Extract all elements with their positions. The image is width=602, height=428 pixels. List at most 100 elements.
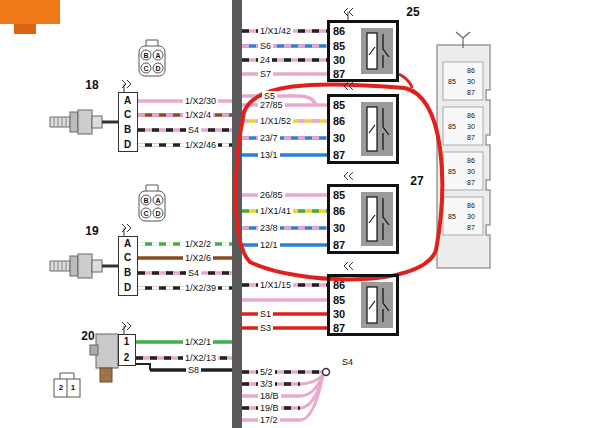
pin-number: 30 xyxy=(333,132,345,144)
slot-pin: 85 xyxy=(448,122,456,131)
connector-symbol xyxy=(344,262,353,270)
relay-slot xyxy=(443,62,483,100)
wire-stripe xyxy=(242,136,327,140)
relay-symbols xyxy=(361,28,393,328)
wire-label: S3 xyxy=(258,323,273,334)
slot-pin: 30 xyxy=(467,77,475,86)
wire-label: 1/X1/41 xyxy=(258,206,293,217)
pin-number: 87 xyxy=(333,239,345,251)
wire xyxy=(242,243,327,247)
wire-label: S1 xyxy=(258,309,273,320)
wire-label: S8 xyxy=(186,365,201,376)
slot-pin: 87 xyxy=(467,223,475,232)
wire-stripe xyxy=(242,58,327,62)
wire-label: 1/X2/1 xyxy=(183,337,213,348)
callout-number: 27 xyxy=(410,174,423,188)
pin-letter: A xyxy=(155,51,160,60)
relay-contact xyxy=(369,108,389,150)
relay-box: 85863087 xyxy=(327,184,399,254)
wire-label: 23/7 xyxy=(258,133,280,144)
relay-slot xyxy=(443,152,483,190)
annotation-loop xyxy=(236,84,442,279)
connector-symbol xyxy=(344,82,353,90)
slot-pin: 87 xyxy=(467,178,475,187)
slot-pin: 87 xyxy=(467,88,475,97)
relay-box: 86853087 xyxy=(327,20,399,82)
pin-number: C xyxy=(124,252,131,264)
pin-number: 87 xyxy=(333,68,345,80)
pin-number: 85 xyxy=(333,294,345,306)
relay-contact xyxy=(369,288,389,322)
wire-stripe xyxy=(138,271,232,275)
callout-number: 18 xyxy=(85,78,98,92)
pin-circle xyxy=(153,208,163,218)
wire-label: 1/X1/42 xyxy=(258,26,293,37)
wire-label: 1/X2/2 xyxy=(183,239,213,250)
ground-symbol xyxy=(456,32,470,48)
splice-point xyxy=(323,369,330,376)
slot-pin: 87 xyxy=(467,133,475,142)
relay-box: 85 86 30 87 xyxy=(327,94,399,164)
pin-circle xyxy=(153,63,163,73)
wire xyxy=(300,375,323,420)
slot-pin: 86 xyxy=(467,156,475,165)
connector-icon xyxy=(139,46,165,76)
pin-number: 87 xyxy=(333,322,345,334)
connector-icon xyxy=(146,40,158,46)
pin-number: D xyxy=(124,139,131,151)
wire-label: 1/X2/46 xyxy=(183,140,218,151)
wire-stripe xyxy=(242,226,327,230)
pin-number: 87 xyxy=(333,149,345,161)
pin-number: 85 xyxy=(333,40,345,52)
wire-label: 1/X2/4 xyxy=(183,110,213,121)
pin-number: 85 xyxy=(333,189,345,201)
wire xyxy=(242,370,322,374)
pin-number: 86 xyxy=(333,205,345,217)
pin-circle xyxy=(153,195,163,205)
wire-label: 1/X1/15 xyxy=(258,280,293,291)
wire xyxy=(242,226,327,230)
slot-pin: 85 xyxy=(448,77,456,86)
connector-symbol xyxy=(122,224,131,236)
wire-stripe xyxy=(138,128,232,132)
pin-circle xyxy=(153,50,163,60)
pin-circle xyxy=(141,63,151,73)
pin-number: 85 xyxy=(333,99,345,111)
wires xyxy=(118,31,412,420)
relay-symbol xyxy=(361,102,393,156)
wire-label: 24 xyxy=(258,55,272,66)
wire-label: 23/8 xyxy=(258,223,280,234)
slot-pin: 86 xyxy=(467,111,475,120)
oxygen-sensor xyxy=(50,110,118,134)
slot-pin: 86 xyxy=(467,66,475,75)
oxygen-sensor xyxy=(50,254,118,278)
wire-label: S7 xyxy=(258,69,273,80)
wire-label: 12/1 xyxy=(258,240,280,251)
pin-number: 1 xyxy=(71,383,75,393)
slot-pin: 30 xyxy=(467,122,475,131)
pin-number: 2 xyxy=(124,352,130,364)
wire xyxy=(242,58,327,62)
wire-label: 3/3 xyxy=(258,379,275,390)
pin-number: 30 xyxy=(333,308,345,320)
pin-number: A xyxy=(124,95,131,107)
connector-box: 12 xyxy=(118,334,136,366)
relay-slot xyxy=(443,197,483,235)
splice-label: S4 xyxy=(342,357,353,368)
coil-part xyxy=(14,24,36,34)
pin-number: 86 xyxy=(333,25,345,37)
connector-symbol xyxy=(344,172,353,180)
wire xyxy=(242,136,327,140)
wire-label: 1/X1/52 xyxy=(258,116,293,127)
callout-number: 19 xyxy=(85,224,98,238)
pin-circle xyxy=(141,208,151,218)
slot-pin: 30 xyxy=(467,167,475,176)
wire-label: 18/B xyxy=(258,391,281,402)
pin-number: 86 xyxy=(333,115,345,127)
wire-label: 1/X2/6 xyxy=(183,253,213,264)
pin-letter: B xyxy=(143,196,148,205)
slot-pin: 85 xyxy=(448,167,456,176)
pin-letter: B xyxy=(143,51,148,60)
pin-number: B xyxy=(124,267,131,279)
